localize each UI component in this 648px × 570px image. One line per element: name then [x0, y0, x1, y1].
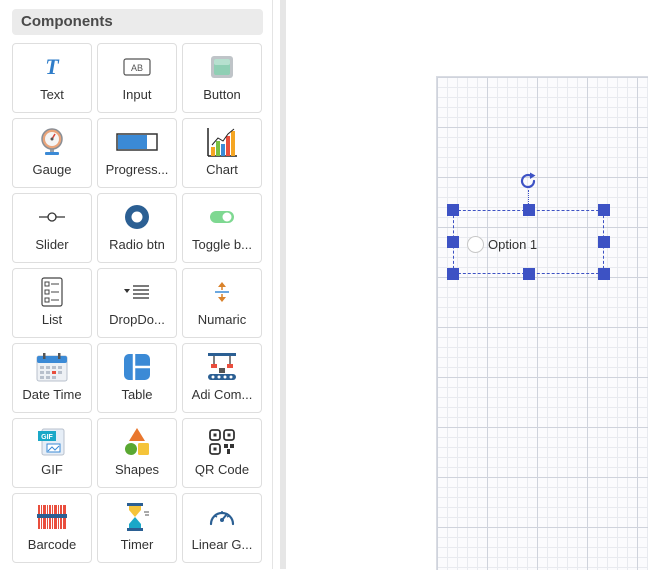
- qr-code-icon: [183, 427, 261, 457]
- dropdown-icon: [98, 277, 176, 307]
- toggle-icon: [183, 202, 261, 232]
- component-radio[interactable]: Radio btn: [97, 193, 177, 263]
- component-label: Table: [121, 387, 153, 402]
- linear-gauge-icon: [183, 502, 261, 532]
- component-gauge[interactable]: Gauge: [12, 118, 92, 188]
- component-barcode[interactable]: Barcode: [12, 493, 92, 563]
- component-label: Shapes: [114, 462, 160, 477]
- gauge-icon: [13, 127, 91, 157]
- component-numeric[interactable]: Numaric: [182, 268, 262, 338]
- component-label: Text: [40, 87, 64, 102]
- component-text[interactable]: T Text: [12, 43, 92, 113]
- component-shapes[interactable]: Shapes: [97, 418, 177, 488]
- component-progress[interactable]: Progress...: [97, 118, 177, 188]
- component-chart[interactable]: Chart: [182, 118, 262, 188]
- resize-handle-left[interactable]: [447, 236, 459, 248]
- component-adi[interactable]: Adi Com...: [182, 343, 262, 413]
- rotate-handle[interactable]: [519, 171, 539, 191]
- slider-icon: [13, 202, 91, 232]
- component-label: Date Time: [22, 387, 82, 402]
- component-label: Radio btn: [109, 237, 165, 252]
- component-label: Timer: [120, 537, 154, 552]
- numeric-icon: [183, 277, 261, 307]
- table-icon: [98, 352, 176, 382]
- component-label: GIF: [41, 462, 63, 477]
- radio-option-label: Option 1: [488, 237, 538, 252]
- resize-handle-top-left[interactable]: [447, 204, 459, 216]
- component-qr[interactable]: QR Code: [182, 418, 262, 488]
- component-table[interactable]: Table: [97, 343, 177, 413]
- components-grid: T Text AB Input: [12, 43, 262, 563]
- resize-handle-top-right[interactable]: [598, 204, 610, 216]
- component-label: List: [41, 312, 63, 327]
- button-icon: [183, 52, 261, 82]
- resize-handle-bottom[interactable]: [523, 268, 535, 280]
- component-toggle[interactable]: Toggle b...: [182, 193, 262, 263]
- component-label: Linear G...: [191, 537, 253, 552]
- text-icon: T: [13, 52, 91, 82]
- component-label: Gauge: [32, 162, 72, 177]
- list-icon: [13, 277, 91, 307]
- chart-icon: [183, 127, 261, 157]
- progress-icon: [98, 127, 176, 157]
- component-slider[interactable]: Slider: [12, 193, 92, 263]
- component-label: Input: [122, 87, 152, 102]
- component-gif[interactable]: GIF GIF: [12, 418, 92, 488]
- hourglass-icon: [98, 502, 176, 532]
- resize-handle-bottom-right[interactable]: [598, 268, 610, 280]
- panel-splitter[interactable]: [280, 0, 286, 569]
- conveyor-icon: [183, 352, 261, 382]
- shapes-icon: [98, 427, 176, 457]
- component-datetime[interactable]: Date Time: [12, 343, 92, 413]
- component-timer[interactable]: Timer: [97, 493, 177, 563]
- component-linear-gauge[interactable]: Linear G...: [182, 493, 262, 563]
- resize-handle-top[interactable]: [523, 204, 535, 216]
- svg-text:GIF: GIF: [41, 434, 53, 441]
- panel-title: Components: [12, 9, 263, 35]
- rotate-connector: [528, 190, 529, 210]
- component-label: Progress...: [105, 162, 169, 177]
- radio-icon: [98, 202, 176, 232]
- component-label: Button: [203, 87, 241, 102]
- component-input[interactable]: AB Input: [97, 43, 177, 113]
- gif-icon: GIF: [13, 427, 91, 457]
- svg-text:AB: AB: [131, 63, 143, 73]
- component-dropdown[interactable]: DropDo...: [97, 268, 177, 338]
- resize-handle-right[interactable]: [598, 236, 610, 248]
- component-label: Numaric: [197, 312, 247, 327]
- design-canvas[interactable]: [436, 76, 648, 570]
- component-label: Slider: [35, 237, 69, 252]
- svg-text:T: T: [45, 55, 60, 79]
- rotate-icon: [520, 172, 536, 189]
- resize-handle-bottom-left[interactable]: [447, 268, 459, 280]
- component-label: QR Code: [194, 462, 250, 477]
- barcode-icon: [13, 502, 91, 532]
- component-label: Barcode: [27, 537, 77, 552]
- component-button[interactable]: Button: [182, 43, 262, 113]
- component-label: Toggle b...: [192, 237, 252, 252]
- component-label: Adi Com...: [191, 387, 253, 402]
- input-icon: AB: [98, 52, 176, 82]
- components-panel: Components T Text AB Input: [0, 0, 273, 569]
- calendar-icon: [13, 352, 91, 382]
- radio-option-circle[interactable]: [467, 236, 484, 253]
- component-label: DropDo...: [109, 312, 165, 327]
- component-label: Chart: [206, 162, 238, 177]
- component-list[interactable]: List: [12, 268, 92, 338]
